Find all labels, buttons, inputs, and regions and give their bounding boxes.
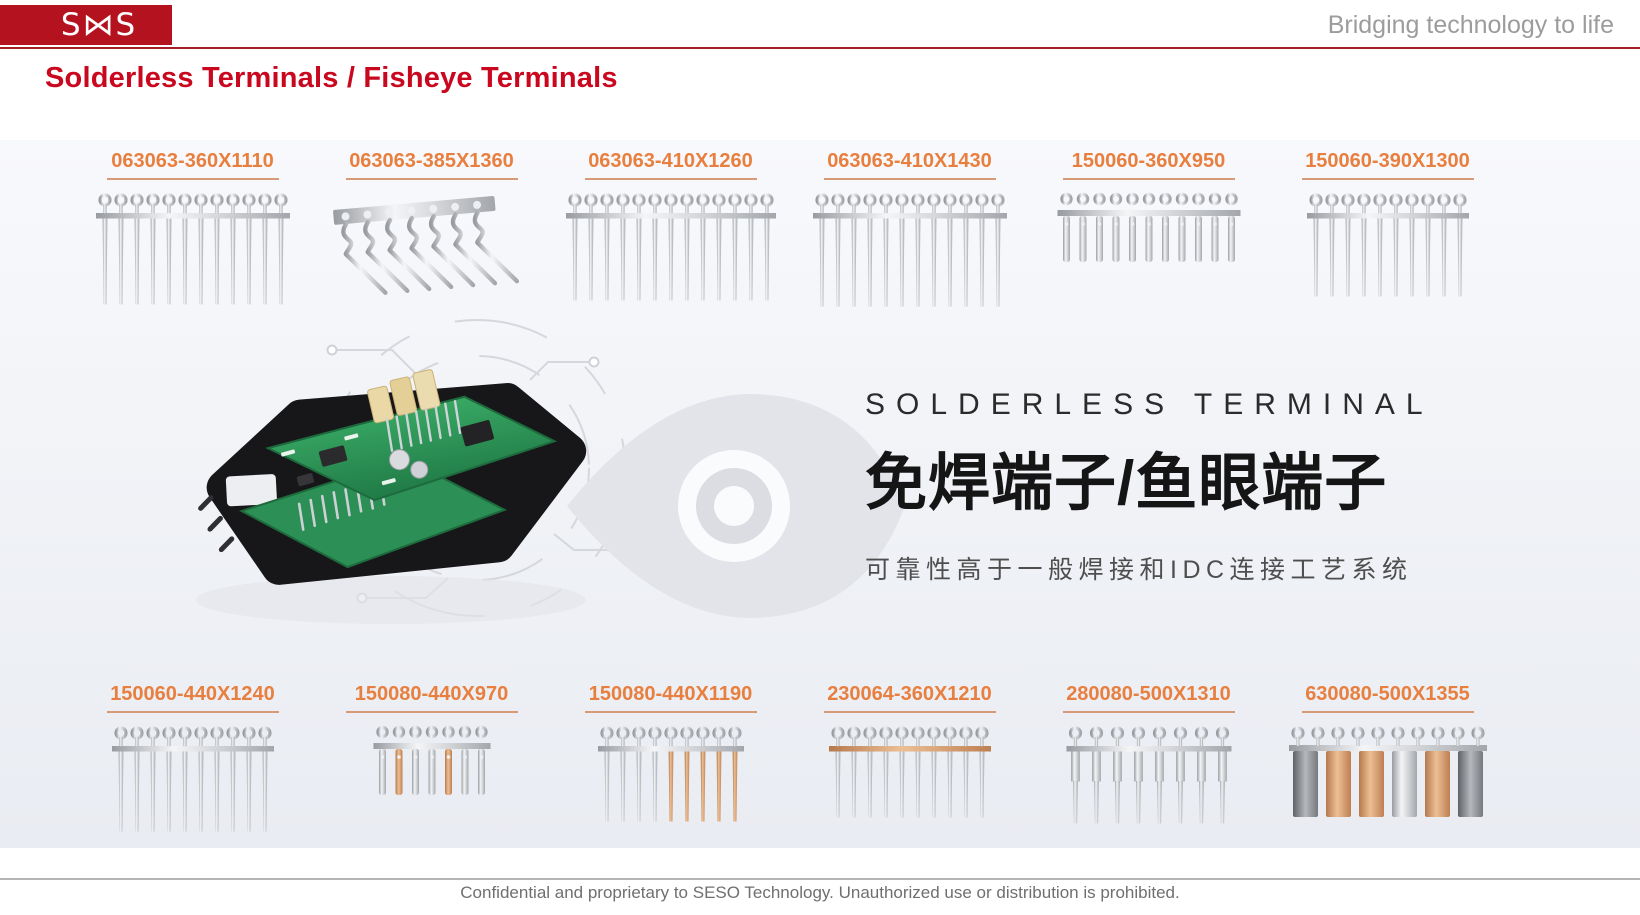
terminal-photo — [332, 196, 519, 295]
product-cell: 150080-440X970 — [315, 683, 548, 852]
terminal-photo — [1306, 193, 1469, 297]
hero-text-block: SOLDERLESS TERMINAL 免焊端子/鱼眼端子 可靠性高于一般焊接和… — [865, 388, 1445, 586]
terminal-image — [316, 719, 548, 852]
label-underline — [106, 178, 279, 180]
terminal-image — [555, 186, 787, 319]
terminal-photo — [373, 725, 490, 795]
product-row-top: 063063-360X1110 063063-385X1360 063063-410… — [76, 150, 1504, 319]
content-panel: SOLDERLESS TERMINAL 免焊端子/鱼眼端子 可靠性高于一般焊接和… — [0, 140, 1640, 848]
terminal-image — [1272, 186, 1504, 319]
footer-text: Confidential and proprietary to SESO Tec… — [460, 883, 1180, 902]
page-title: Solderless Terminals / Fisheye Terminals — [45, 62, 618, 94]
product-cell: 063063-360X1110 — [76, 150, 309, 319]
terminal-photo — [1288, 726, 1487, 817]
product-label: 150080-440X970 — [354, 683, 509, 705]
footer-divider — [0, 878, 1640, 880]
label-underline — [1062, 178, 1235, 180]
terminal-photo — [828, 726, 991, 818]
product-cell: 150060-360X950 — [1032, 150, 1265, 319]
hero-title-zh: 免焊端子/鱼眼端子 — [865, 449, 1388, 518]
fisheye-watermark-icon — [567, 394, 905, 618]
label-underline — [823, 178, 996, 180]
product-label: 280080-500X1310 — [1066, 683, 1231, 705]
terminal-image — [77, 719, 309, 852]
label-underline — [106, 711, 279, 713]
terminal-photo — [565, 193, 776, 301]
product-label: 150060-440X1240 — [110, 683, 275, 705]
terminal-image — [794, 186, 1026, 319]
product-label: 063063-410X1260 — [588, 150, 753, 172]
pcb-module-image — [196, 369, 587, 624]
label-underline — [584, 178, 757, 180]
product-cell: 630080-500X1355 — [1271, 683, 1504, 852]
product-label: 063063-385X1360 — [349, 150, 514, 172]
hero-title-en: SOLDERLESS TERMINAL — [865, 388, 1434, 421]
product-cell: 063063-410X1430 — [793, 150, 1026, 319]
terminal-image — [1033, 186, 1265, 319]
product-cell: 150060-390X1300 — [1271, 150, 1504, 319]
terminal-image — [77, 186, 309, 319]
terminal-photo — [95, 193, 290, 305]
label-underline — [823, 711, 996, 713]
terminal-image — [316, 186, 548, 319]
product-cell: 280080-500X1310 — [1032, 683, 1265, 852]
product-label: 063063-410X1430 — [827, 150, 992, 172]
product-cell: 150060-440X1240 — [76, 683, 309, 852]
terminal-photo — [812, 193, 1007, 307]
product-cell: 230064-360X1210 — [793, 683, 1026, 852]
terminal-image — [1272, 719, 1504, 852]
hero-subtitle-zh: 可靠性高于一般焊接和IDC连接工艺系统 — [865, 556, 1413, 584]
label-underline — [345, 178, 518, 180]
terminal-image — [794, 719, 1026, 852]
product-label: 150080-440X1190 — [588, 683, 753, 705]
label-underline — [1301, 711, 1474, 713]
terminal-photo — [597, 726, 744, 822]
label-underline — [1301, 178, 1474, 180]
label-underline — [584, 711, 757, 713]
label-underline — [1062, 711, 1235, 713]
terminal-photo — [1057, 192, 1240, 262]
product-cell: 063063-385X1360 — [315, 150, 548, 319]
hero-band: SOLDERLESS TERMINAL 免焊端子/鱼眼端子 可靠性高于一般焊接和… — [0, 140, 1640, 848]
terminal-photo — [1066, 726, 1231, 824]
terminal-photo — [111, 726, 274, 832]
product-row-bottom: 150060-440X1240 150080-440X970 150080-440X… — [76, 683, 1504, 852]
product-label: 150060-390X1300 — [1305, 150, 1470, 172]
label-underline — [345, 711, 518, 713]
header: S⋈S Bridging technology to life — [0, 0, 1640, 49]
product-label: 230064-360X1210 — [827, 683, 992, 705]
product-cell: 150080-440X1190 — [554, 683, 787, 852]
logo: S⋈S — [0, 5, 172, 45]
product-label: 063063-360X1110 — [111, 150, 274, 172]
product-label: 630080-500X1355 — [1305, 683, 1470, 705]
logo-text: S⋈S — [60, 6, 138, 43]
product-label: 150060-360X950 — [1071, 150, 1226, 172]
header-tagline: Bridging technology to life — [1327, 11, 1614, 39]
product-cell: 063063-410X1260 — [554, 150, 787, 319]
terminal-image — [555, 719, 787, 852]
terminal-image — [1033, 719, 1265, 852]
